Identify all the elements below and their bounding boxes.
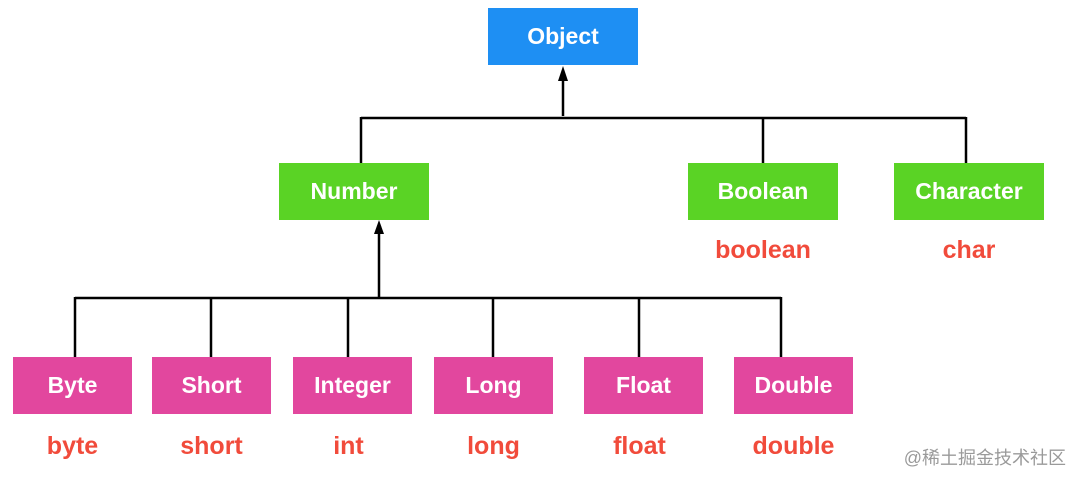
object-arrowhead: [558, 66, 568, 81]
integer-node: Integer: [293, 357, 412, 414]
short-primitive-label: short: [180, 432, 243, 460]
integer-node-label: Integer: [314, 372, 391, 398]
watermark-text: @稀土掘金技术社区: [903, 448, 1066, 468]
long-node: Long: [434, 357, 553, 414]
boolean-node-label: Boolean: [717, 178, 809, 204]
float-node-label: Float: [616, 372, 671, 398]
byte-primitive-label: byte: [46, 432, 99, 460]
character-node-label: Character: [915, 178, 1023, 204]
float-node: Float: [584, 357, 703, 414]
object-node-label: Object: [527, 23, 599, 49]
object-node: Object: [488, 8, 638, 65]
number-arrowhead: [374, 220, 384, 234]
short-node-label: Short: [181, 372, 242, 398]
double-node: Double: [734, 357, 853, 414]
char-primitive-label: char: [942, 236, 996, 264]
number-node-label: Number: [310, 178, 398, 204]
byte-node-label: Byte: [47, 372, 98, 398]
boolean-node: Boolean: [688, 163, 838, 220]
double-node-label: Double: [754, 372, 833, 398]
short-node: Short: [152, 357, 271, 414]
character-node: Character: [894, 163, 1044, 220]
float-primitive-label: float: [613, 432, 666, 460]
boolean-primitive-label: boolean: [715, 236, 811, 264]
int-primitive-label: int: [333, 432, 364, 460]
long-primitive-label: long: [467, 432, 520, 460]
double-primitive-label: double: [752, 432, 835, 460]
byte-node: Byte: [13, 357, 132, 414]
long-node-label: Long: [465, 372, 522, 398]
number-node: Number: [279, 163, 429, 220]
